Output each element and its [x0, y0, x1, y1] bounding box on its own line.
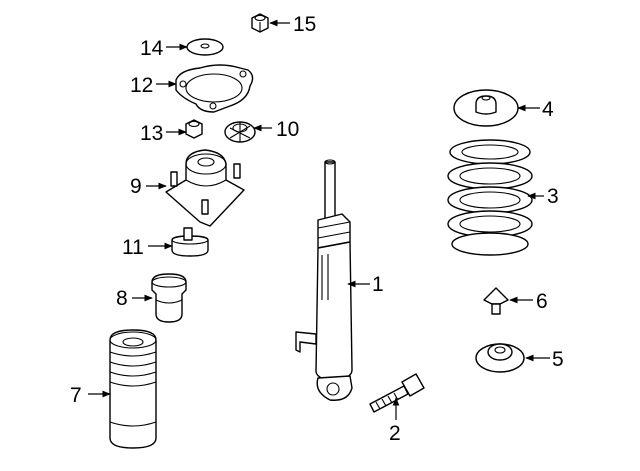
part-8-bump-stop: [151, 273, 187, 323]
part-5-lower-spring-seat: [475, 343, 525, 373]
callout-4: 4: [542, 98, 554, 121]
part-4-spring-seat: [453, 89, 519, 127]
callout-11: 11: [122, 236, 144, 259]
callout-3: 3: [547, 185, 559, 208]
callout-12: 12: [130, 74, 153, 97]
part-12-mount-plate: [175, 64, 254, 113]
part-7-dust-boot: [109, 329, 157, 449]
part-10-bushing: [224, 121, 256, 143]
callout-labels: 1 2 3 4 5 6 7 8 9 10 11 12 13 14 15: [70, 13, 564, 445]
part-1-shock-absorber: [295, 159, 353, 401]
callout-9: 9: [130, 175, 142, 198]
callout-7: 7: [70, 384, 82, 407]
part-11-stud: [171, 227, 209, 257]
leader-lines: [88, 19, 550, 420]
part-15-nut: [251, 13, 269, 33]
callout-14: 14: [140, 37, 164, 60]
callout-2: 2: [389, 422, 401, 445]
callout-5: 5: [552, 348, 564, 371]
part-13-nut: [185, 119, 203, 139]
part-14-washer: [186, 38, 224, 56]
part-6-clip: [483, 287, 509, 315]
callout-1: 1: [372, 273, 384, 296]
callout-15: 15: [293, 13, 316, 36]
callout-6: 6: [536, 290, 548, 313]
callout-8: 8: [116, 287, 128, 310]
callout-10: 10: [276, 118, 299, 141]
part-2-bolt: [369, 373, 425, 413]
part-3-coil-spring: [447, 139, 533, 256]
callout-13: 13: [140, 122, 163, 145]
part-9-upper-mount: [165, 149, 245, 227]
